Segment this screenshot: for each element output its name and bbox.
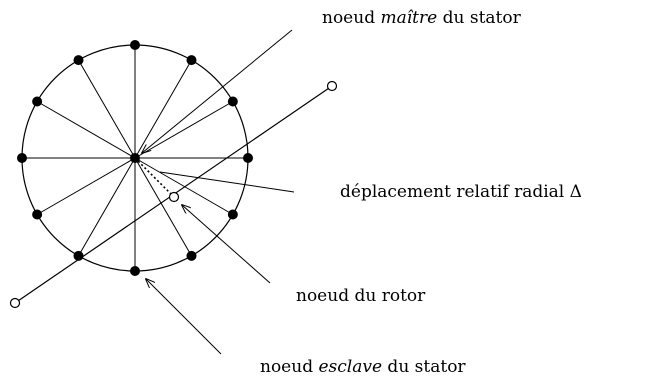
displacement-label: déplacement relatif radial Δ xyxy=(340,182,582,202)
stator-spoke xyxy=(134,157,234,215)
stator-spoke xyxy=(36,157,136,215)
stator-node xyxy=(130,266,140,276)
stator-spoke xyxy=(78,59,136,159)
displacement-pointer-line xyxy=(159,171,295,193)
rotor-node-end-left xyxy=(9,297,21,309)
slave-pointer-arrow xyxy=(146,279,222,355)
stator-node xyxy=(227,96,238,107)
stator-node xyxy=(32,96,43,107)
stator-spoke xyxy=(134,101,234,159)
master-node xyxy=(130,153,140,163)
stator-node xyxy=(73,55,84,66)
stator-spoke xyxy=(78,157,136,257)
stator-spokes xyxy=(22,45,248,271)
stator-node xyxy=(186,55,197,66)
stator-nodes xyxy=(17,40,253,276)
rotor-node-label: noeud du rotor xyxy=(296,286,426,306)
slave-node-label: noeud esclave du stator xyxy=(260,357,466,377)
master-node-label: noeud maître du stator xyxy=(322,8,522,28)
stator-node xyxy=(186,250,197,261)
stator-spoke xyxy=(134,157,192,257)
stator-spoke xyxy=(134,59,192,159)
stator-spoke xyxy=(36,101,136,159)
rotor-pointer-arrow xyxy=(182,205,271,284)
stator-node xyxy=(227,209,238,220)
stator-node xyxy=(130,40,140,50)
stator-node xyxy=(32,209,43,220)
rotor-node-end-right xyxy=(326,80,338,92)
master-pointer-arrow xyxy=(142,29,293,153)
rotor-node xyxy=(168,191,180,203)
stator-node xyxy=(73,250,84,261)
stator-node xyxy=(17,153,27,163)
stator-node xyxy=(243,153,253,163)
